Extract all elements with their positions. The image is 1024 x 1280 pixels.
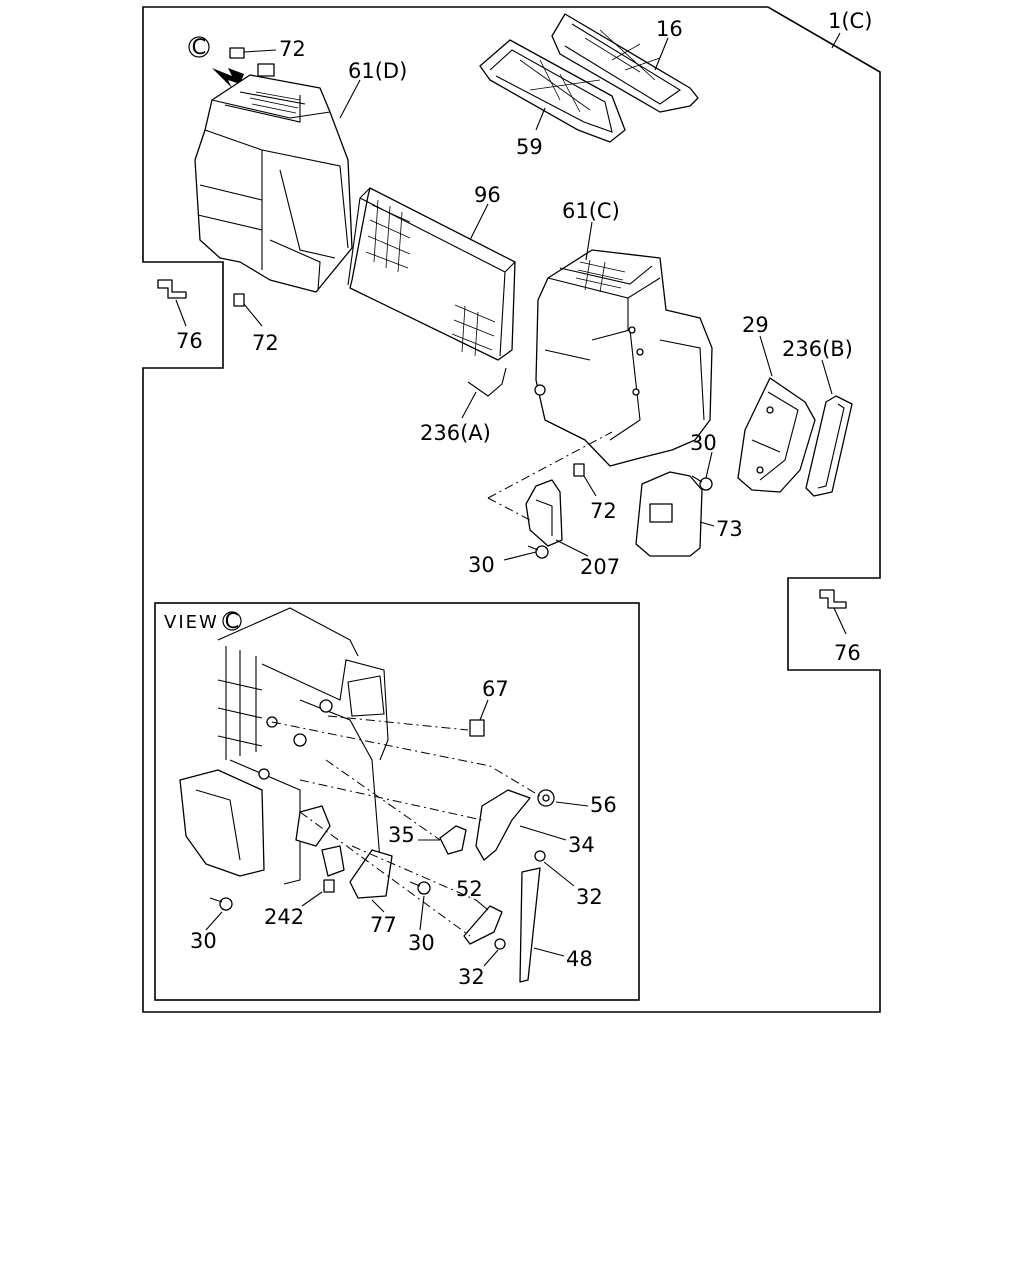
label-76-right: 76 (834, 641, 861, 665)
label-67: 67 (482, 677, 509, 701)
label-30-right: 30 (690, 431, 717, 455)
label-76-left: 76 (176, 329, 203, 353)
leader-207 (555, 539, 589, 557)
leader-72-left (243, 303, 263, 327)
screw-30-view-a (209, 897, 233, 911)
label-16: 16 (656, 17, 683, 41)
view-arrow-icon (212, 68, 244, 88)
clip-72-left (233, 293, 245, 307)
leader-242 (301, 891, 323, 907)
view-c-marker: C (222, 609, 242, 633)
view-assembly-lines (271, 715, 541, 937)
label-207: 207 (580, 555, 620, 579)
bracket-76-right (819, 589, 847, 609)
label-29: 29 (742, 313, 769, 337)
filter-frame-59 (479, 39, 626, 143)
link-52 (463, 905, 503, 945)
assembly-line-207 (487, 431, 613, 521)
leader-29 (759, 335, 773, 377)
screw-32-a (534, 850, 546, 862)
leader-67 (479, 699, 489, 721)
leader-61d (339, 79, 361, 119)
label-96: 96 (474, 183, 501, 207)
bracket-76-left (157, 279, 187, 299)
label-30-view-b: 30 (408, 931, 435, 955)
leader-61c (585, 221, 593, 261)
clip-72-mid (573, 463, 585, 477)
nut-56 (537, 789, 555, 807)
label-236b: 236(B) (782, 337, 853, 361)
label-30-view-a: 30 (190, 929, 217, 953)
lever-35 (439, 825, 467, 855)
label-48: 48 (566, 947, 593, 971)
screw-32-b (494, 938, 506, 950)
assembly-label: 1(C) (828, 9, 872, 33)
label-77: 77 (370, 913, 397, 937)
leader-96 (469, 203, 489, 241)
seal-236a (467, 367, 507, 397)
leader-30-view-a (205, 911, 223, 931)
leader-76-left (175, 299, 187, 327)
view-c-reference-marker: C (188, 35, 210, 59)
leader-236a (461, 391, 477, 419)
actuator-207 (525, 479, 563, 547)
leader-72-top (243, 49, 277, 53)
label-242: 242 (264, 905, 304, 929)
outer-frame (142, 6, 881, 1013)
rod-48 (519, 867, 541, 983)
label-30-bottom: 30 (468, 553, 495, 577)
leader-236b (821, 359, 833, 395)
label-72-top: 72 (279, 37, 306, 61)
label-59: 59 (516, 135, 543, 159)
label-73: 73 (716, 517, 743, 541)
label-35: 35 (388, 823, 415, 847)
label-56: 56 (590, 793, 617, 817)
leader-30-bottom (503, 551, 537, 561)
label-236a: 236(A) (420, 421, 491, 445)
motor-cover-73 (635, 471, 703, 557)
leader-72-mid (583, 475, 597, 497)
leader-30-right (705, 451, 713, 479)
label-34: 34 (568, 833, 595, 857)
filter-cover-16 (551, 13, 699, 113)
heater-case-61c (534, 249, 713, 467)
leader-56 (555, 801, 589, 807)
view-c-frame (154, 602, 640, 1001)
evaporator-core-96 (347, 187, 516, 361)
screw-30-view-b (409, 881, 431, 895)
leader-32-b (483, 949, 499, 967)
actuator-plate-29 (737, 377, 816, 493)
view-label: VIEW (164, 612, 219, 633)
cam-34 (475, 789, 531, 861)
clip-72-top (229, 47, 245, 59)
gasket-236b (805, 395, 853, 497)
leader-48 (533, 947, 565, 957)
label-52: 52 (456, 877, 483, 901)
leader-30-view-b (419, 895, 425, 931)
view-c-housing (179, 607, 389, 885)
assembly-leader (831, 32, 841, 49)
bracket-77 (349, 849, 393, 899)
leader-16 (654, 37, 669, 71)
leader-77 (371, 899, 385, 913)
label-72-mid: 72 (590, 499, 617, 523)
heater-case-61d (194, 63, 353, 293)
label-32-b: 32 (458, 965, 485, 989)
clip-242 (323, 879, 335, 893)
svg-text:C: C (225, 609, 240, 633)
screw-30-bottom (527, 545, 549, 559)
leader-32-a (543, 861, 575, 887)
label-32-a: 32 (576, 885, 603, 909)
label-61c: 61(C) (562, 199, 620, 223)
leader-76-right (833, 607, 847, 635)
clip-67 (469, 719, 485, 737)
leader-34 (519, 825, 567, 841)
leader-73 (699, 521, 715, 527)
svg-text:C: C (192, 35, 207, 59)
label-61d: 61(D) (348, 59, 407, 83)
leader-52 (475, 899, 489, 911)
leader-59 (535, 107, 546, 131)
label-72-left: 72 (252, 331, 279, 355)
